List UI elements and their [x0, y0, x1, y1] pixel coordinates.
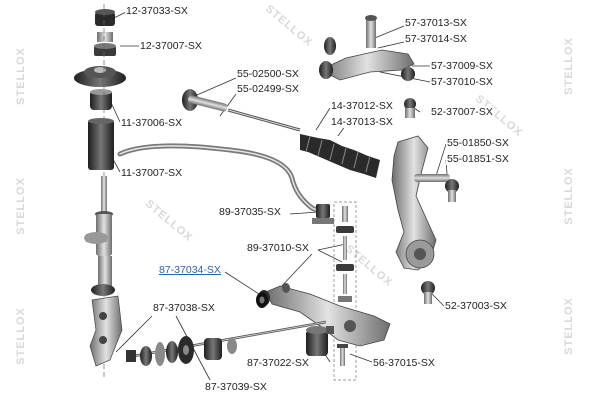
label-57-37014[interactable]: 57-37014-SX [404, 33, 468, 45]
label-12-37007[interactable]: 12-37007-SX [139, 40, 203, 52]
label-57-37009[interactable]: 57-37009-SX [430, 60, 494, 72]
strut [84, 176, 123, 367]
steering-boot [300, 134, 380, 178]
top-mount-stack [74, 9, 126, 170]
label-11-37006[interactable]: 11-37006-SX [120, 117, 184, 129]
label-52-37003[interactable]: 52-37003-SX [444, 300, 508, 312]
label-89-37035[interactable]: 89-37035-SX [218, 206, 282, 218]
label-55-02499[interactable]: 55-02499-SX [236, 83, 300, 95]
label-11-37007[interactable]: 11-37007-SX [120, 167, 184, 179]
label-57-37010[interactable]: 57-37010-SX [430, 76, 494, 88]
upper-control-arm [319, 15, 415, 81]
label-56-37015[interactable]: 56-37015-SX [372, 357, 436, 369]
label-55-01851[interactable]: 55-01851-SX [446, 153, 510, 165]
ball-joint-top [404, 98, 416, 118]
stabilizer-link [336, 206, 354, 318]
label-89-37010[interactable]: 89-37010-SX [246, 242, 310, 254]
steering-knuckle [391, 135, 437, 271]
label-55-02500[interactable]: 55-02500-SX [236, 68, 300, 80]
label-87-37022[interactable]: 87-37022-SX [246, 357, 310, 369]
lower-arm-bushing-set [126, 320, 327, 366]
stabilizer-bushing [312, 204, 334, 224]
label-55-01850[interactable]: 55-01850-SX [446, 137, 510, 149]
highlighted-bushing[interactable] [256, 292, 268, 308]
ball-joint-lower [421, 281, 435, 304]
label-87-37038[interactable]: 87-37038-SX [152, 302, 216, 314]
rear-bushing [306, 326, 334, 356]
tie-rod [182, 89, 301, 132]
label-52-37007[interactable]: 52-37007-SX [430, 106, 494, 118]
label-57-37013[interactable]: 57-37013-SX [404, 17, 468, 29]
label-14-37012[interactable]: 14-37012-SX [330, 100, 394, 112]
link-kit-frame [333, 201, 357, 381]
label-14-37013[interactable]: 14-37013-SX [330, 116, 394, 128]
label-12-37033[interactable]: 12-37033-SX [125, 5, 189, 17]
tie-rod-end [414, 174, 459, 202]
label-87-37039[interactable]: 87-37039-SX [204, 381, 268, 393]
stabilizer-bar [117, 143, 329, 217]
label-87-37034[interactable]: 87-37034-SX [158, 264, 222, 276]
fastener [337, 344, 348, 366]
